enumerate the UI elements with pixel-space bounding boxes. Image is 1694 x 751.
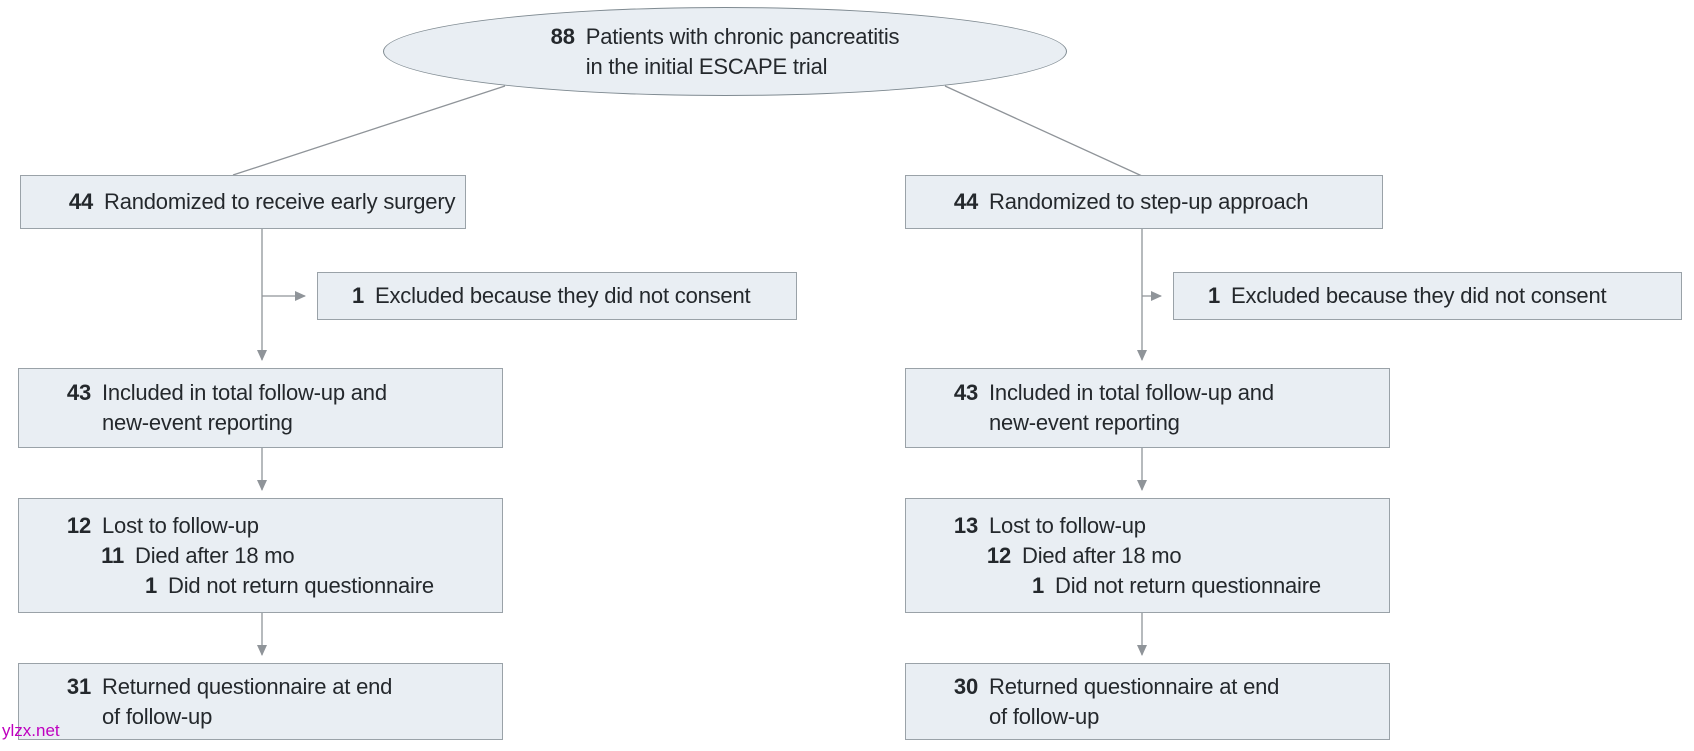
label: Returned questionnaire at end of follow-… (102, 673, 393, 729)
count: 43 (953, 380, 978, 405)
label: Died after 18 mo (1022, 542, 1182, 568)
node-returned-stepup: 30 Returned questionnaire at end of foll… (905, 663, 1390, 740)
node-initial-trial: 88 Patients with chronic pancreatitis in… (383, 7, 1067, 96)
edge-root-to-stepup (944, 85, 1143, 177)
node-randomized-surgery: 44 Randomized to receive early surgery (20, 175, 466, 229)
label: Lost to follow-up (102, 512, 259, 538)
count: 1 (1031, 572, 1044, 598)
count: 1 (144, 572, 157, 598)
label: Randomized to receive early surgery (104, 189, 456, 214)
flow-line: 44 Randomized to receive early surgery (21, 187, 465, 217)
count: 13 (953, 512, 978, 538)
label: Did not return questionnaire (168, 572, 434, 598)
node-included-surgery: 43 Included in total follow-up and new-e… (18, 368, 503, 448)
count: 31 (66, 673, 91, 699)
label: Excluded because they did not consent (375, 283, 751, 308)
node-lost-surgery: 12 Lost to follow-up 11 Died after 18 mo… (18, 498, 503, 613)
node-randomized-stepup: 44 Randomized to step-up approach (905, 175, 1383, 229)
count: 1 (1207, 283, 1220, 308)
flow-line: 1 Did not return questionnaire (19, 571, 502, 601)
flow-line: 30 Returned questionnaire at end of foll… (906, 672, 1389, 732)
flow-line: 1 Excluded because they did not consent (318, 281, 796, 311)
label: Returned questionnaire at end of follow-… (989, 673, 1280, 729)
node-lost-stepup: 13 Lost to follow-up 12 Died after 18 mo… (905, 498, 1390, 613)
node-returned-surgery: 31 Returned questionnaire at end of foll… (18, 663, 503, 740)
count: 12 (66, 512, 91, 538)
count: 12 (986, 542, 1011, 568)
label: Included in total follow-up and new-even… (102, 380, 387, 435)
flow-line: 44 Randomized to step-up approach (906, 187, 1382, 217)
count: 88 (550, 23, 575, 49)
flow-line: 1 Did not return questionnaire (906, 571, 1389, 601)
count: 44 (953, 189, 978, 214)
label: Excluded because they did not consent (1231, 283, 1607, 308)
count: 30 (953, 673, 978, 699)
node-excluded-surgery: 1 Excluded because they did not consent (317, 272, 797, 320)
count: 11 (101, 542, 124, 568)
flow-line: 13 Lost to follow-up (906, 511, 1389, 541)
flow-line: 11 Died after 18 mo (19, 541, 502, 571)
label: Included in total follow-up and new-even… (989, 380, 1274, 435)
label: Lost to follow-up (989, 512, 1146, 538)
label: Patients with chronic pancreatitis in th… (585, 23, 900, 79)
node-excluded-stepup: 1 Excluded because they did not consent (1173, 272, 1682, 320)
count: 1 (351, 283, 364, 308)
flow-line: 43 Included in total follow-up and new-e… (906, 378, 1389, 438)
flow-line: 12 Lost to follow-up (19, 511, 502, 541)
count: 43 (66, 380, 91, 405)
label: Did not return questionnaire (1055, 572, 1321, 598)
flow-line: 1 Excluded because they did not consent (1174, 281, 1681, 311)
watermark: ylzx.net (2, 721, 60, 740)
flow-line: 31 Returned questionnaire at end of foll… (19, 672, 502, 732)
edge-root-to-surgery (232, 85, 506, 176)
flow-line: 43 Included in total follow-up and new-e… (19, 378, 502, 438)
flow-line: 12 Died after 18 mo (906, 541, 1389, 571)
flow-line: 88 Patients with chronic pancreatitis in… (551, 22, 900, 82)
node-included-stepup: 43 Included in total follow-up and new-e… (905, 368, 1390, 448)
label: Randomized to step-up approach (989, 189, 1309, 214)
label: Died after 18 mo (135, 542, 295, 568)
count: 44 (68, 189, 93, 214)
